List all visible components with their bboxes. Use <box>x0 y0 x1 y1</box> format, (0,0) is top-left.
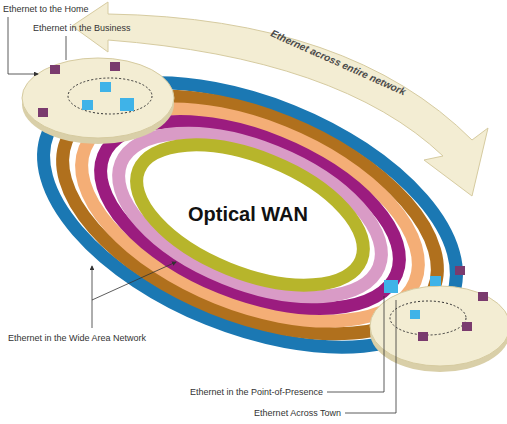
callout-label: Ethernet in the Business <box>33 23 131 34</box>
ring-center: Optical WAN <box>188 203 308 226</box>
node-text: Optical WAN <box>188 203 308 226</box>
business-disk <box>22 58 174 144</box>
callout-label: Ethernet in the Point-of-Presence <box>190 387 323 398</box>
pop-disk <box>370 266 507 372</box>
leader-lines <box>8 17 396 413</box>
callout-label: Ethernet in the Wide Area Network <box>8 333 146 344</box>
callout-label: Ethernet to the Home <box>3 4 89 15</box>
callout-label: Ethernet Across Town <box>254 408 341 419</box>
